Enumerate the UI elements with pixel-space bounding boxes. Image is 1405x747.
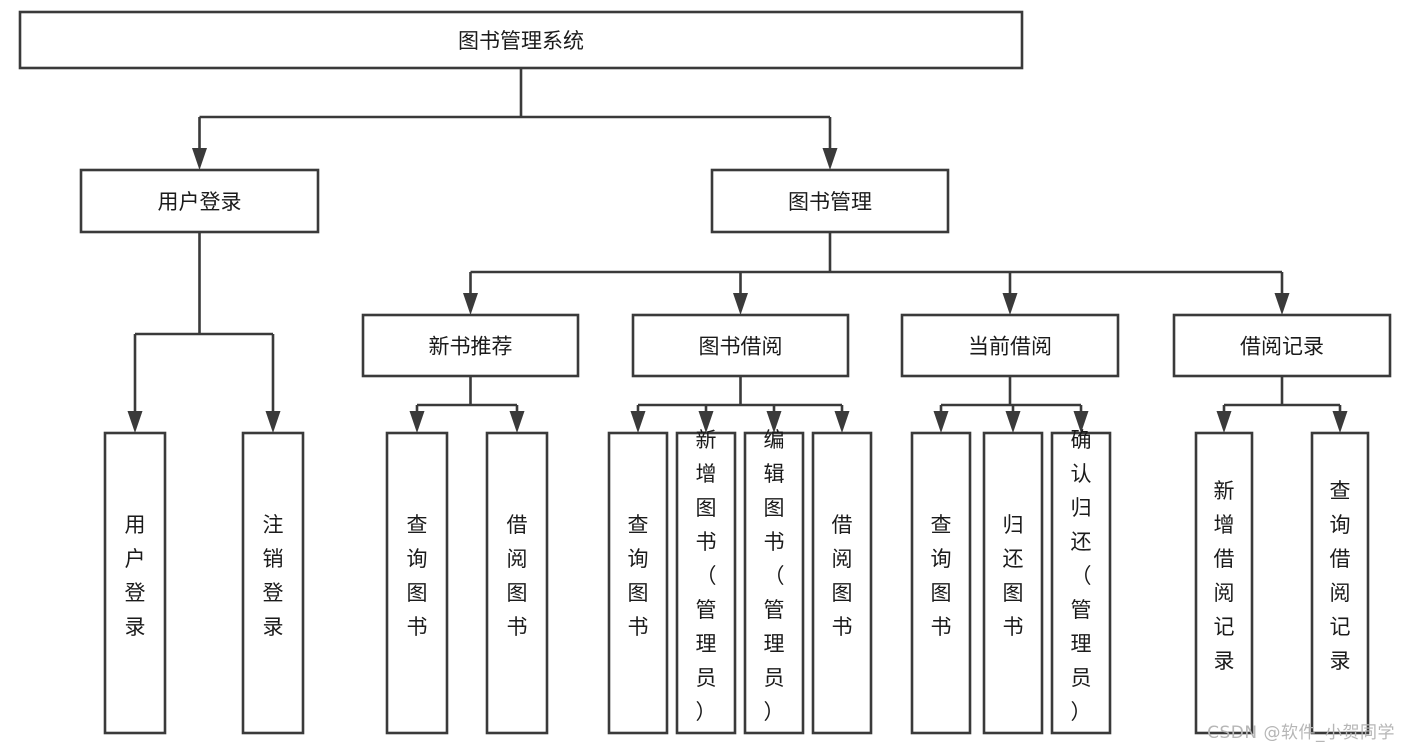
node-label: 新增图书（管理员） (696, 428, 717, 724)
connector-root-to-level1 (192, 68, 838, 170)
connector-book-manage-to-level2 (463, 232, 1290, 315)
leaf-node-确认归还管理员[interactable]: 确认归还（管理员） (1050, 428, 1112, 735)
node-label: 借阅图书 (507, 513, 528, 639)
node-label: 查询借阅记录 (1330, 479, 1351, 673)
leaf-node-归还图书[interactable]: 归还图书 (982, 431, 1044, 735)
level2-node-借阅记录[interactable]: 借阅记录 (1172, 313, 1392, 378)
leaf-node-编辑图书管理员[interactable]: 编辑图书（管理员） (743, 428, 805, 735)
node-label: 图书管理系统 (458, 29, 584, 53)
leaf-node-用户登录[interactable]: 用户登录 (103, 431, 167, 735)
node-label: 用户登录 (125, 513, 146, 639)
node-label: 确认归还（管理员） (1071, 428, 1092, 724)
leaf-node-注销登录[interactable]: 注销登录 (241, 431, 305, 735)
node-label: 查询图书 (407, 513, 428, 639)
connector-layer (127, 68, 1348, 433)
connector-user-login-to-leaves (127, 232, 281, 433)
leaf-node-查询图书[interactable]: 查询图书 (385, 431, 449, 735)
leaf-node-查询图书[interactable]: 查询图书 (910, 431, 972, 735)
node-label: 查询图书 (931, 513, 952, 639)
node-label: 借阅图书 (832, 513, 853, 639)
level1-node-用户登录[interactable]: 用户登录 (79, 168, 320, 234)
node-label: 注销登录 (263, 513, 284, 639)
leaf-node-新增图书管理员[interactable]: 新增图书（管理员） (675, 428, 737, 735)
root-node-图书管理系统[interactable]: 图书管理系统 (18, 10, 1024, 70)
csdn-watermark: CSDN @软件_小贺同学 (1207, 723, 1395, 743)
node-label: 图书管理 (788, 190, 872, 214)
connector-current-borrow-to-leaves (933, 376, 1089, 433)
leaf-node-查询图书[interactable]: 查询图书 (607, 431, 669, 735)
level2-node-新书推荐[interactable]: 新书推荐 (361, 313, 580, 378)
node-label: 图书借阅 (699, 335, 783, 359)
node-label: 查询图书 (628, 513, 649, 639)
node-label: 新书推荐 (429, 335, 513, 359)
node-label: 用户登录 (158, 190, 242, 214)
connector-records-to-leaves (1216, 376, 1348, 433)
leaf-node-查询借阅记录[interactable]: 查询借阅记录 (1310, 431, 1370, 735)
level2-node-图书借阅[interactable]: 图书借阅 (631, 313, 850, 378)
node-label: 归还图书 (1003, 513, 1024, 639)
connector-borrow-to-leaves (630, 376, 850, 433)
node-label: 新增借阅记录 (1214, 479, 1235, 673)
node-label: 编辑图书（管理员） (764, 428, 785, 724)
level1-node-图书管理[interactable]: 图书管理 (710, 168, 950, 234)
leaf-node-新增借阅记录[interactable]: 新增借阅记录 (1194, 431, 1254, 735)
connector-new-book-to-leaves (409, 376, 525, 433)
node-label: 借阅记录 (1240, 335, 1324, 359)
leaf-node-借阅图书[interactable]: 借阅图书 (485, 431, 549, 735)
leaf-node-借阅图书[interactable]: 借阅图书 (811, 431, 873, 735)
level2-node-当前借阅[interactable]: 当前借阅 (900, 313, 1120, 378)
node-layer: 图书管理系统用户登录图书管理新书推荐图书借阅当前借阅借阅记录用户登录注销登录查询… (18, 10, 1392, 735)
node-label: 当前借阅 (968, 335, 1052, 359)
